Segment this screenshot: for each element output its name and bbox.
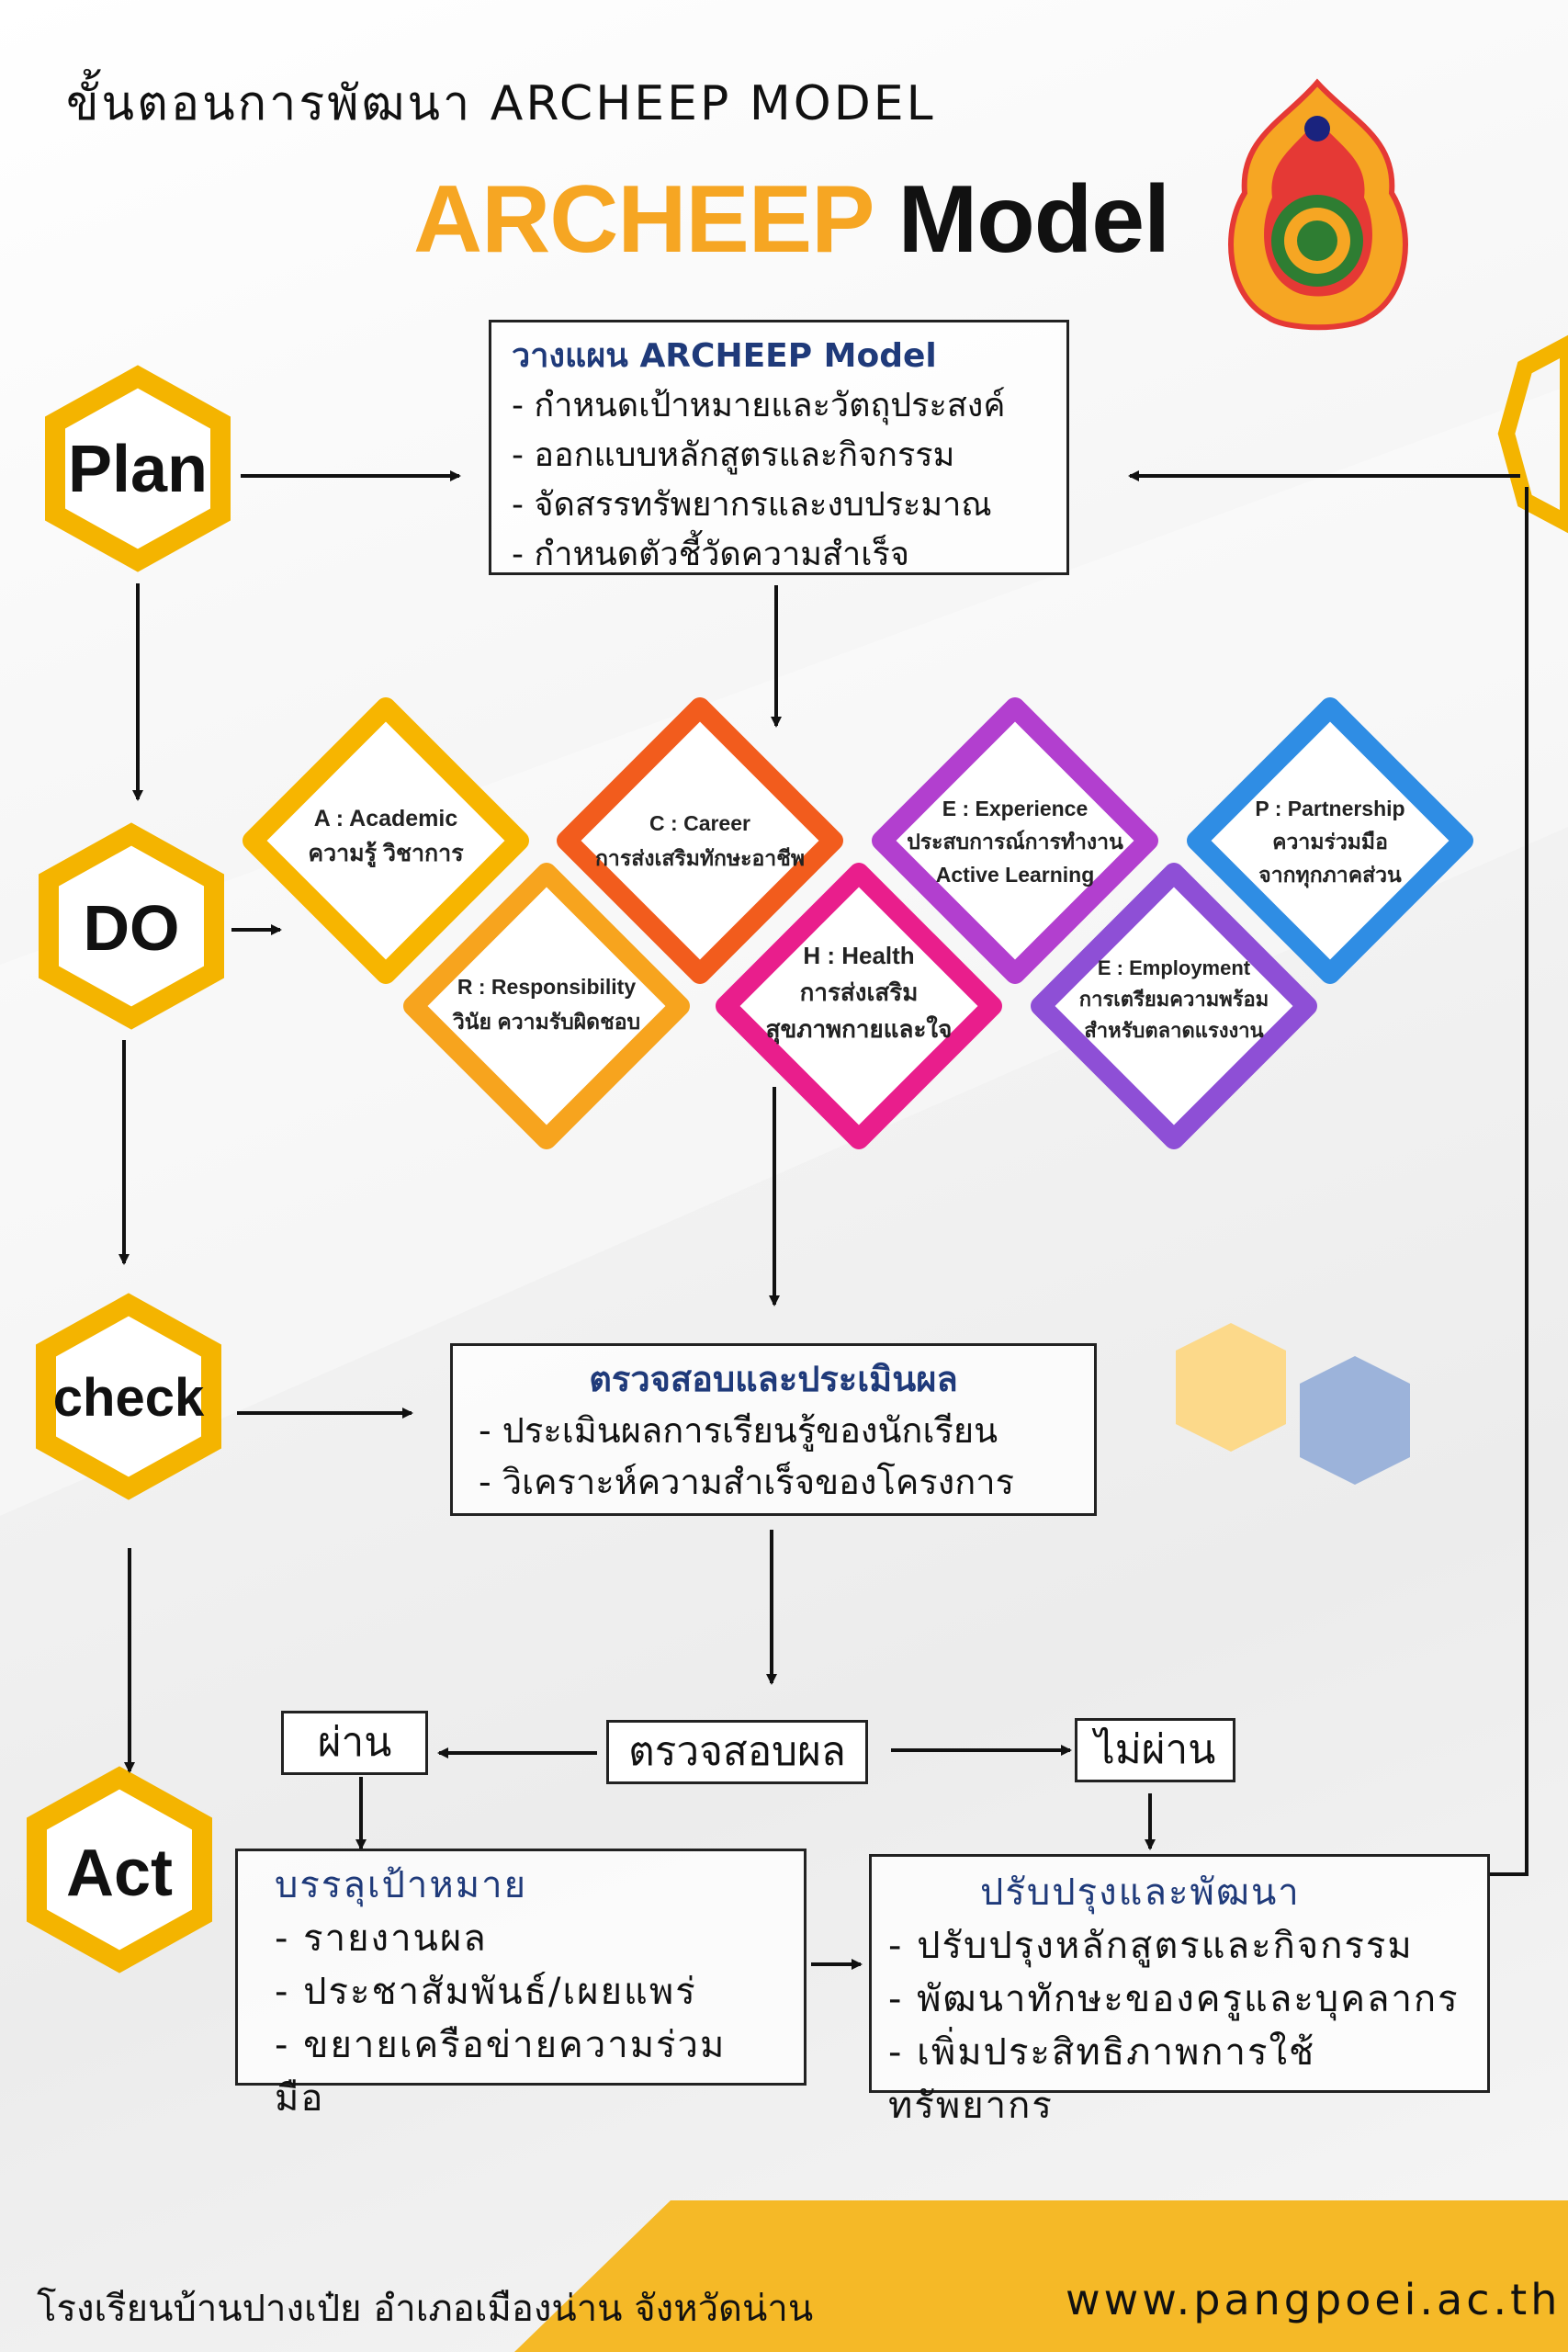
plan-box-title: วางแผน ARCHEEP Model [512,337,937,375]
check-item: - วิเคราะห์ความสำเร็จของโครงการ [479,1462,1014,1502]
partial-hexagon [1497,334,1568,534]
fail-box: ไม่ผ่าน [1075,1718,1235,1782]
check-hexagon [36,1293,221,1500]
decor-hexagon-blue [1300,1356,1410,1485]
do-item-experience: E : Experience ประสบการณ์การทำงาน Active… [896,792,1134,891]
do-item-code: C : Career [649,811,750,835]
do-item-desc: ความรู้ วิชาการ [308,841,464,866]
do-item-code: H : Health [803,942,915,969]
phase-check-label: check [52,1368,205,1428]
title-model: Model [897,166,1170,273]
do-item-desc: วินัย ความรับผิดชอบ [452,1010,641,1034]
plan-item: - จัดสรรทรัพยากรและงบประมาณ [512,486,992,524]
do-item-code: R : Responsibility [457,975,637,999]
arrow-improve-loop [1490,487,1529,1876]
do-item-desc: การส่งเสริมทักษะอาชีพ [595,846,805,870]
do-item-desc: การเตรียมความพร้อม [1078,988,1269,1011]
do-item-desc: ประสบการณ์การทำงาน [907,830,1123,854]
do-item-desc: ความร่วมมือ [1272,830,1388,854]
do-item-code: E : Experience [942,797,1089,820]
plan-item: - กำหนดเป้าหมายและวัตถุประสงค์ [512,387,1006,424]
do-item-desc: การส่งเสริม [799,978,919,1006]
achieve-item: - รายงานผล [275,1917,488,1960]
act-hexagon [27,1766,212,1973]
achieve-box-title: บรรลุเป้าหมาย [275,1864,528,1906]
do-item-desc: จากทุกภาคส่วน [1258,863,1402,887]
diamond-health [716,863,1002,1149]
page-heading: ขั้นตอนการพัฒนา ARCHEEP MODEL [66,76,936,131]
do-item-desc: Active Learning [935,863,1095,887]
phase-plan-label: Plan [67,433,209,506]
footer-website: www.pangpoei.ac.th [1066,2275,1562,2324]
improve-item: - ปรับปรุงหลักสูตรและกิจกรรม [888,1925,1414,1967]
improve-item: - เพิ่มประสิทธิภาพการใช้ทรัพยากร [888,2031,1316,2127]
pass-box: ผ่าน [281,1711,428,1775]
plan-hexagon [45,365,231,572]
achieve-box: บรรลุเป้าหมาย - รายงานผล - ประชาสัมพันธ์… [235,1849,807,2120]
do-item-responsibility: R : Responsibility วินัย ความรับผิดชอบ [427,969,666,1039]
plan-item: - ออกแบบหลักสูตรและกิจกรรม [512,436,955,474]
decor-hexagon-yellow [1176,1323,1286,1452]
improve-item: - พัฒนาทักษะของครูและบุคลากร [888,1978,1460,2020]
phase-do-label: DO [83,892,180,964]
diamond-experience [872,697,1158,984]
do-item-code: P : Partnership [1255,797,1405,820]
plan-box: วางแผน ARCHEEP Model - กำหนดเป้าหมายและว… [489,320,1069,575]
diamond-academic [243,697,529,984]
phase-act-label: Act [65,1837,173,1910]
do-item-academic: A : Academic ความรู้ วิชาการ [266,801,505,871]
check-box-title: ตรวจสอบและประเมินผล [589,1359,958,1399]
diamond-responsibility [403,863,690,1149]
diamond-career [557,697,843,984]
main-title: ARCHEEP Model [413,165,1170,275]
footer-band [514,2200,1568,2352]
footer-school: โรงเรียนบ้านปางเป๋ย อำเภอเมืองน่าน จังหว… [37,2288,814,2330]
plan-item: - กำหนดตัวชี้วัดความสำเร็จ [512,536,909,573]
do-item-employment: E : Employment การเตรียมความพร้อม สำหรับ… [1055,953,1293,1046]
do-item-health: H : Health การส่งเสริม สุขภาพกายและใจ [739,937,978,1047]
improve-box: ปรับปรุงและพัฒนา - ปรับปรุงหลักสูตรและกิ… [869,1854,1490,2127]
do-item-desc: สุขภาพกายและใจ [765,1015,953,1043]
achieve-item: - ขยายเครือข่ายความร่วมมือ [275,2024,727,2120]
achieve-item: - ประชาสัมพันธ์/เผยแพร่ [275,1971,697,2013]
do-item-partnership: P : Partnership ความร่วมมือ จากทุกภาคส่ว… [1211,792,1450,891]
do-item-career: C : Career การส่งเสริมทักษะอาชีพ [581,806,819,876]
do-item-code: E : Employment [1097,956,1251,979]
decision-box: ตรวจสอบผล [606,1720,868,1784]
title-archeep: ARCHEEP [413,166,874,273]
do-item-desc: สำหรับตลาดแรงงาน [1084,1019,1264,1042]
diamond-partnership [1187,697,1473,984]
check-item: - ประเมินผลการเรียนรู้ของนักเรียน [479,1410,998,1451]
do-hexagon [39,822,224,1030]
diamond-employment [1031,863,1317,1149]
school-emblem [1228,78,1408,331]
check-box: ตรวจสอบและประเมินผล - ประเมินผลการเรียนร… [450,1343,1097,1516]
improve-box-title: ปรับปรุงและพัฒนา [980,1871,1301,1914]
do-item-code: A : Academic [313,806,458,831]
